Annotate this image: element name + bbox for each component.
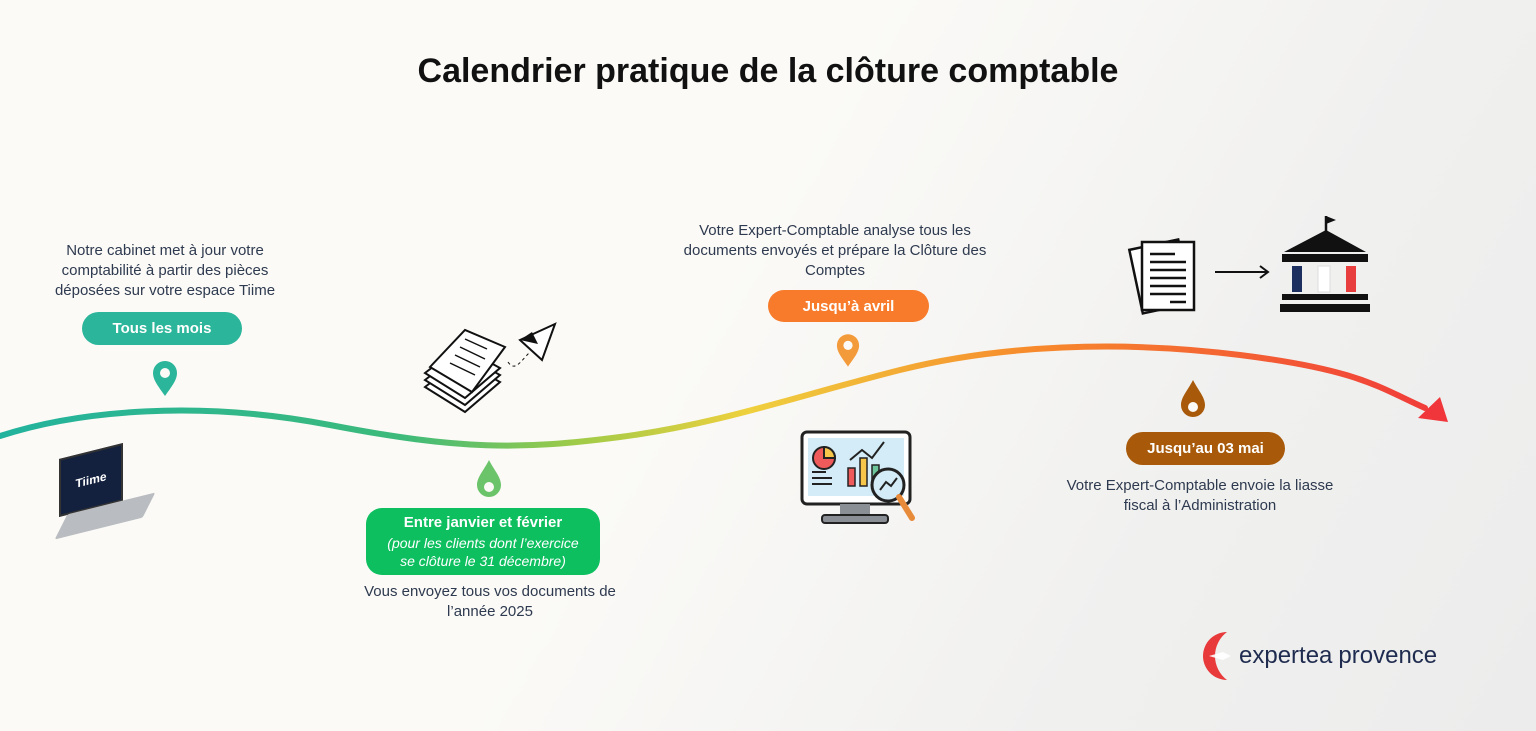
step-3-label: Jusqu’à avril (768, 290, 929, 322)
step-1-description: Notre cabinet met à jour votre comptabil… (54, 242, 276, 299)
location-pin-icon (836, 334, 860, 367)
drop-pin-icon (1181, 380, 1205, 417)
step-2-label: Entre janvier et février (403, 513, 563, 531)
step-2-note: (pour les clients dont l’exercice se clô… (387, 534, 579, 569)
step-1-label: Tous les mois (82, 312, 242, 345)
drop-pin-icon (477, 460, 501, 497)
documents-sent-icon (423, 322, 557, 414)
expertea-logo: expertea provence (1203, 632, 1445, 680)
logo-region: provence (1338, 642, 1438, 669)
logo-mark-icon (1203, 632, 1231, 680)
step-2-description: Vous envoyez tous vos documents de l’ann… (364, 583, 616, 620)
logo-brand: expertea (1239, 642, 1333, 669)
laptop-icon: Tiime (54, 443, 156, 540)
location-pin-icon (153, 361, 177, 396)
step-4-label: Jusqu’au 03 mai (1126, 432, 1285, 465)
analytics-monitor-icon (800, 430, 915, 524)
page-title: Calendrier pratique de la clôture compta… (417, 52, 1119, 90)
arrow-head-icon (1418, 397, 1448, 422)
documents-to-administration-icon (1127, 216, 1370, 315)
step-3-description: Votre Expert-Comptable analyse tous les … (683, 222, 987, 279)
laptop-brand: Tiime (75, 469, 107, 491)
step-4-description: Votre Expert-Comptable envoie la liasse … (1066, 477, 1334, 514)
step-2-label-box: Entre janvier et février (pour les clien… (366, 508, 600, 575)
